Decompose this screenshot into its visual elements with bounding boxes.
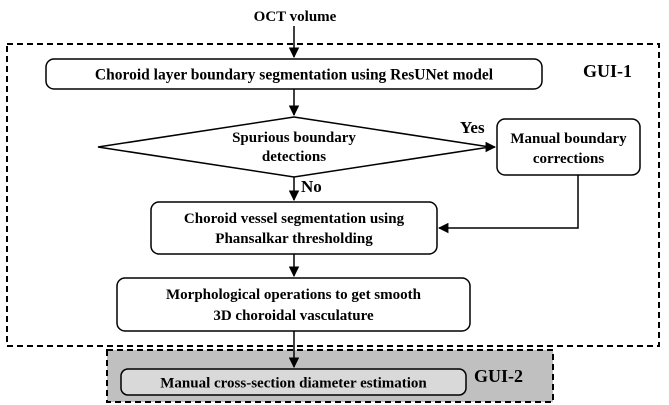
diameter-box (120, 368, 467, 396)
manual-corrections-line1: Manual boundary (510, 131, 627, 147)
diameter-label: Manual cross-section diameter estimation (160, 376, 427, 392)
branch-yes-label: Yes (460, 118, 485, 137)
decision-label-line1: Spurious boundary (232, 130, 356, 146)
gui1-label: GUI-1 (583, 61, 632, 81)
branch-no-label: No (301, 177, 322, 196)
vessel-segmentation-line1: Choroid vessel segmentation using (184, 211, 405, 227)
segmentation-label: Choroid layer boundary segmentation usin… (95, 67, 494, 84)
arrow-manual-to-vessel (437, 175, 579, 234)
morphological-line2: 3D choroidal vasculature (213, 308, 374, 324)
morphological-line1: Morphological operations to get smooth (166, 287, 422, 303)
gui2-label: GUI-2 (474, 366, 523, 386)
manual-corrections-line2: corrections (533, 151, 605, 167)
gui1-region (6, 43, 660, 347)
decision-label-line2: detections (262, 149, 326, 165)
vessel-segmentation-line2: Phansalkar thresholding (215, 231, 373, 247)
decision-diamond (97, 116, 491, 178)
input-label: OCT volume (254, 9, 337, 25)
manual-corrections-box (496, 118, 641, 176)
